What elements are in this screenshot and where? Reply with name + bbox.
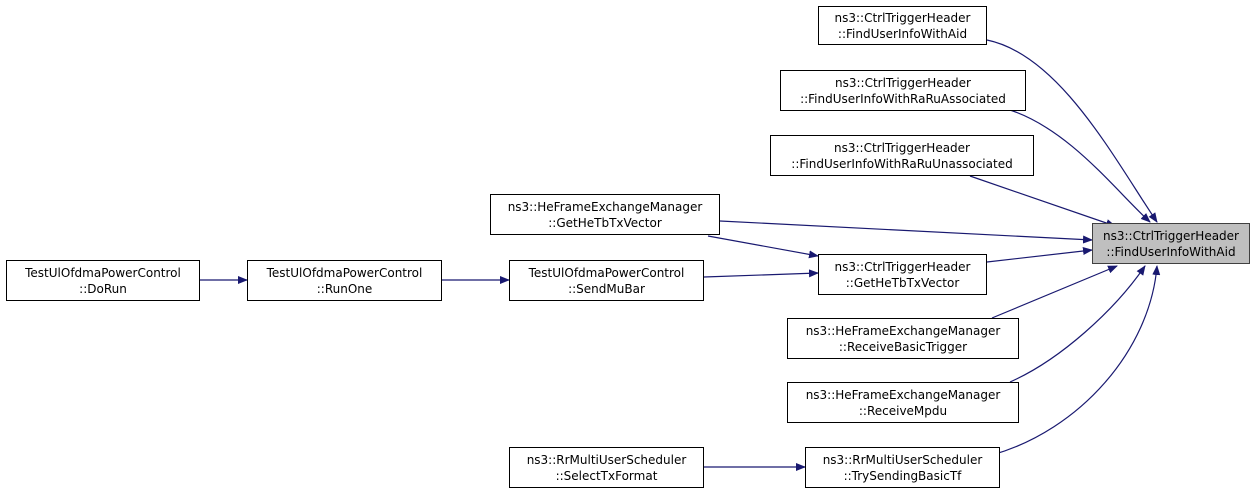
- node-line1: ns3::CtrlTriggerHeader: [834, 259, 971, 274]
- node-line1: ns3::CtrlTriggerHeader: [834, 75, 971, 90]
- edge-find-ru-unassoc-to-target: [969, 175, 1116, 227]
- node-do-run[interactable]: TestUlOfdmaPowerControl ::DoRun: [6, 260, 200, 301]
- node-line2: ::ReceiveBasicTrigger: [838, 339, 968, 354]
- edge-try-sending-to-target: [991, 265, 1161, 456]
- node-line2: ::DoRun: [79, 281, 127, 296]
- node-find-user-info-with-aid[interactable]: ns3::CtrlTriggerHeader ::FindUserInfoWit…: [818, 6, 987, 45]
- node-line1: ns3::RrMultiUserScheduler: [822, 452, 983, 467]
- node-line1: ns3::RrMultiUserScheduler: [526, 452, 687, 467]
- node-line2: ::FindUserInfoWithRaRuAssociated: [800, 91, 1006, 106]
- edge-hefem-get-tb-to-ctrl-get-tb: [707, 235, 819, 259]
- node-target-find-user-info-with-aid[interactable]: ns3::CtrlTriggerHeader ::FindUserInfoWit…: [1092, 223, 1250, 264]
- node-line1: ns3::HeFrameExchangeManager: [507, 199, 703, 214]
- node-send-mu-bar[interactable]: TestUlOfdmaPowerControl ::SendMuBar: [509, 260, 704, 301]
- node-line1: ns3::CtrlTriggerHeader: [833, 140, 970, 155]
- node-line2: ::RunOne: [316, 281, 373, 296]
- edge-ctrl-get-tb-to-target: [986, 247, 1093, 263]
- node-receive-mpdu[interactable]: ns3::HeFrameExchangeManager ::ReceiveMpd…: [787, 382, 1019, 423]
- node-line2: ::FindUserInfoWithAid: [1106, 244, 1236, 259]
- node-line1: TestUlOfdmaPowerControl: [266, 265, 423, 280]
- node-line1: TestUlOfdmaPowerControl: [25, 265, 181, 280]
- node-find-user-info-with-ra-ru-associated[interactable]: ns3::CtrlTriggerHeader ::FindUserInfoWit…: [780, 70, 1026, 111]
- node-run-one[interactable]: TestUlOfdmaPowerControl ::RunOne: [247, 260, 442, 301]
- node-try-sending-basic-tf[interactable]: ns3::RrMultiUserScheduler ::TrySendingBa…: [805, 447, 1000, 488]
- node-line2: ::GetHeTbTxVector: [845, 275, 960, 290]
- edge-find-aid-to-target: [986, 39, 1158, 223]
- node-line2: ::FindUserInfoWithRaRuUnassociated: [791, 156, 1013, 171]
- node-line1: ns3::HeFrameExchangeManager: [805, 323, 1001, 338]
- node-line1: TestUlOfdmaPowerControl: [528, 265, 685, 280]
- node-line2: ::FindUserInfoWithAid: [837, 26, 968, 41]
- edge-hefem-get-tb-to-target: [719, 220, 1093, 244]
- node-line2: ::ReceiveMpdu: [858, 403, 948, 418]
- node-line2: ::SelectTxFormat: [555, 468, 658, 483]
- node-line1: ns3::HeFrameExchangeManager: [805, 387, 1001, 402]
- edge-recv-basic-to-target: [991, 265, 1118, 319]
- node-receive-basic-trigger[interactable]: ns3::HeFrameExchangeManager ::ReceiveBas…: [787, 318, 1019, 359]
- node-line2: ::GetHeTbTxVector: [548, 215, 662, 230]
- node-ctrl-get-he-tb-tx-vector[interactable]: ns3::CtrlTriggerHeader ::GetHeTbTxVector: [818, 254, 987, 295]
- edge-find-ru-assoc-to-target: [1009, 109, 1151, 223]
- node-line2: ::SendMuBar: [568, 281, 645, 296]
- node-select-tx-format[interactable]: ns3::RrMultiUserScheduler ::SelectTxForm…: [509, 447, 704, 488]
- edge-recv-mpdu-to-target: [1009, 265, 1146, 383]
- node-line2: ::TrySendingBasicTf: [843, 468, 962, 483]
- node-hefem-get-he-tb-tx-vector[interactable]: ns3::HeFrameExchangeManager ::GetHeTbTxV…: [490, 194, 720, 235]
- edge-send-mubar-to-ctrl-get-tb: [703, 269, 819, 278]
- node-line1: ns3::CtrlTriggerHeader: [1102, 228, 1239, 243]
- node-find-user-info-with-ra-ru-unassociated[interactable]: ns3::CtrlTriggerHeader ::FindUserInfoWit…: [770, 135, 1034, 176]
- node-line1: ns3::CtrlTriggerHeader: [834, 10, 971, 25]
